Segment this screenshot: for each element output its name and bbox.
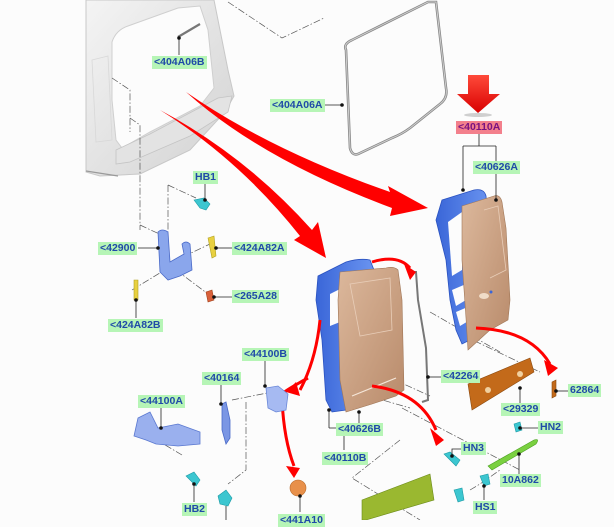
bump-stop-441A10[interactable] xyxy=(289,479,307,497)
stop-265A28[interactable] xyxy=(205,289,215,303)
callout-42900[interactable]: <42900 xyxy=(98,242,138,255)
clip-424A82B[interactable] xyxy=(133,279,139,301)
right-door-assembly[interactable] xyxy=(435,189,511,351)
bolt-HB2[interactable] xyxy=(185,471,201,487)
callout-404A06A[interactable]: <404A06A xyxy=(270,99,325,112)
strip-404A06B[interactable] xyxy=(177,23,201,38)
red-arrow-to-right-door xyxy=(186,92,428,216)
insulator-hole xyxy=(485,387,491,393)
callout-40626A[interactable]: <40626A xyxy=(473,161,520,174)
fastener-HN3[interactable] xyxy=(443,451,461,467)
callout-441A10[interactable]: <441A10 xyxy=(278,514,325,527)
hinge-42900[interactable] xyxy=(157,229,193,281)
callout-62864[interactable]: 62864 xyxy=(568,384,602,397)
pad-62864[interactable] xyxy=(551,379,557,399)
callout-44100A[interactable]: <44100A xyxy=(138,395,185,408)
fastener-HS1[interactable] xyxy=(479,473,491,487)
nut-fastener[interactable] xyxy=(217,489,233,507)
callout-265A28[interactable]: <265A28 xyxy=(232,290,279,303)
small-red-arrow-heads xyxy=(286,264,558,478)
callout-40164[interactable]: <40164 xyxy=(202,372,242,385)
check-strap-44100A[interactable] xyxy=(133,411,201,447)
callout-40626B[interactable]: <40626B xyxy=(336,423,383,436)
callout-424A82A[interactable]: <424A82A xyxy=(232,242,287,255)
glass-seal-highlight xyxy=(344,1,447,155)
callout-HS1[interactable]: HS1 xyxy=(473,501,498,514)
callout-29329[interactable]: <29329 xyxy=(501,403,541,416)
callout-leaders xyxy=(135,38,568,520)
van-body xyxy=(85,0,235,177)
strip-10A862[interactable] xyxy=(487,439,538,471)
left-door-assembly[interactable] xyxy=(315,258,405,413)
callout-40110A[interactable]: <40110A xyxy=(456,121,503,134)
insulator-29329[interactable] xyxy=(467,357,535,411)
trim-panel-olive[interactable] xyxy=(361,473,435,520)
bolt-HB1[interactable] xyxy=(193,197,211,211)
callout-42264[interactable]: <42264 xyxy=(441,370,481,383)
callout-10A862[interactable]: 10A862 xyxy=(500,474,541,487)
callout-HN3[interactable]: HN3 xyxy=(461,442,487,455)
fastener-extra[interactable] xyxy=(453,487,465,503)
callout-40110B[interactable]: <40110B xyxy=(322,452,369,465)
callout-HB1[interactable]: HB1 xyxy=(193,171,219,184)
bracket-44100B[interactable] xyxy=(265,385,289,413)
bracket-40164[interactable] xyxy=(221,401,231,445)
clip-424A82A[interactable] xyxy=(207,235,217,259)
red-arrow-to-left-door xyxy=(160,110,326,258)
callout-424A82B[interactable]: <424A82B xyxy=(108,319,163,332)
highlight-down-arrow-icon xyxy=(457,75,500,117)
callout-404A06B[interactable]: <404A06B xyxy=(152,56,207,69)
callout-HB2[interactable]: HB2 xyxy=(182,503,208,516)
callout-44100B[interactable]: <44100B xyxy=(242,348,289,361)
insulator-hole xyxy=(517,371,523,377)
glass-seal-404A06A[interactable] xyxy=(343,0,448,156)
door-seal-42264[interactable] xyxy=(412,271,430,403)
callout-HN2[interactable]: HN2 xyxy=(538,421,564,434)
leader-dots xyxy=(134,36,558,498)
